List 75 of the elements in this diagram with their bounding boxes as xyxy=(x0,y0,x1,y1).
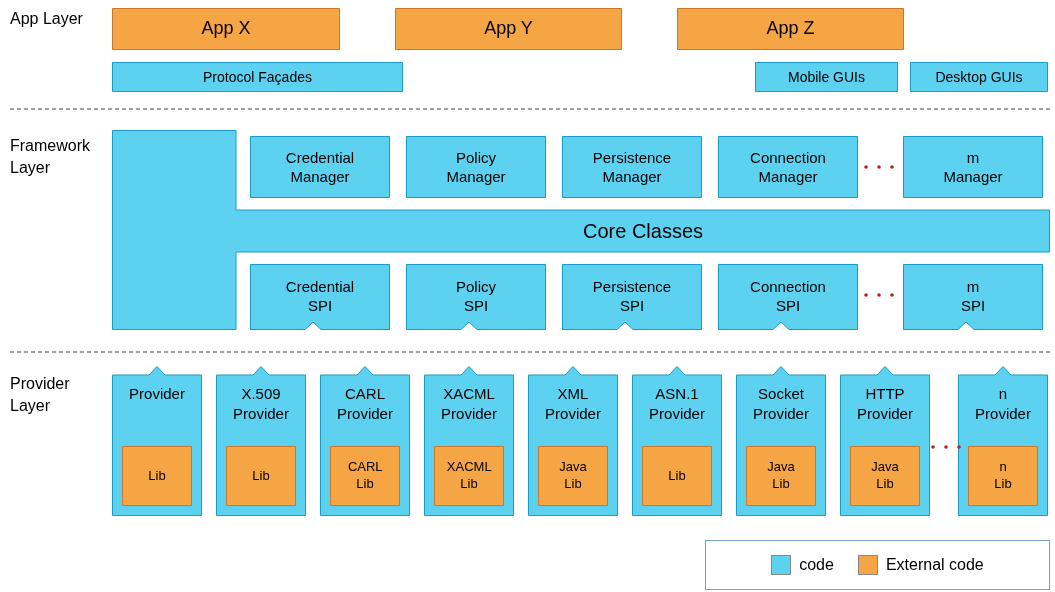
box-label: Socket Provider xyxy=(753,384,809,423)
box-label: Java Lib xyxy=(871,459,899,493)
layer-label: Provider Layer xyxy=(10,374,71,417)
box-label: Policy SPI xyxy=(456,276,496,316)
component-box xyxy=(903,136,1043,198)
box-label: Protocol Façades xyxy=(203,67,312,87)
provider-box xyxy=(840,366,930,516)
box-label: n Lib xyxy=(994,459,1012,493)
box-label: Core Classes xyxy=(582,219,703,244)
box-label: ASN.1 Provider xyxy=(649,384,705,423)
spi-box xyxy=(718,264,858,330)
provider-box xyxy=(632,366,722,516)
box-label: HTTP Provider xyxy=(857,384,913,423)
provider-box xyxy=(528,366,618,516)
box-label: App X xyxy=(201,17,251,41)
legend-text: code xyxy=(799,555,834,575)
box-label: App Y xyxy=(484,17,533,41)
component-box xyxy=(250,136,390,198)
component-box xyxy=(562,136,702,198)
box-label: CARL Lib xyxy=(347,459,383,493)
box-label: Policy Manager xyxy=(446,147,506,187)
layer-label: App Layer xyxy=(10,9,84,29)
component-box xyxy=(755,62,898,92)
box-label: X.509 Provider xyxy=(233,384,289,423)
core-bar xyxy=(112,130,1050,330)
component-box xyxy=(538,446,608,506)
provider-box xyxy=(424,366,514,516)
provider-box xyxy=(112,366,202,516)
box-label: m SPI xyxy=(960,276,986,316)
provider-box xyxy=(736,366,826,516)
component-box xyxy=(112,8,340,50)
component-box xyxy=(406,136,546,198)
box-label: Java Lib xyxy=(559,459,587,493)
component-box xyxy=(850,446,920,506)
component-box xyxy=(330,446,400,506)
spi-box xyxy=(903,264,1043,330)
box-label: Desktop GUIs xyxy=(935,67,1023,87)
legend-text: External code xyxy=(885,555,984,575)
box-label: Mobile GUIs xyxy=(788,67,865,87)
box-label: Lib xyxy=(148,467,166,485)
provider-box xyxy=(320,366,410,516)
component-box xyxy=(718,136,858,198)
box-label: Persistence Manager xyxy=(592,147,672,187)
box-label: Connection SPI xyxy=(750,276,826,316)
box-label: Connection Manager xyxy=(750,147,826,187)
spi-box xyxy=(406,264,546,330)
box-label: App Z xyxy=(766,17,815,41)
box-label: m Manager xyxy=(943,147,1003,187)
box-label: Credential Manager xyxy=(285,147,355,187)
box-label: Provider xyxy=(129,384,185,404)
box-label: Java Lib xyxy=(767,459,795,493)
component-box xyxy=(434,446,504,506)
component-box xyxy=(112,62,403,92)
layer-label: Framework Layer xyxy=(10,136,91,179)
provider-box xyxy=(958,366,1048,516)
box-label: Credential SPI xyxy=(285,276,355,316)
box-label: XACML Lib xyxy=(446,459,492,493)
box-label: Persistence SPI xyxy=(592,276,672,316)
component-box xyxy=(642,446,712,506)
component-box xyxy=(910,62,1048,92)
box-label: Lib xyxy=(668,467,686,485)
component-box xyxy=(122,446,192,506)
provider-box xyxy=(216,366,306,516)
box-label: XML Provider xyxy=(545,384,601,423)
component-box xyxy=(677,8,904,50)
box-label: n Provider xyxy=(975,384,1031,423)
component-box xyxy=(226,446,296,506)
component-box xyxy=(968,446,1038,506)
spi-box xyxy=(250,264,390,330)
box-label: Lib xyxy=(252,467,270,485)
component-box xyxy=(395,8,622,50)
component-box xyxy=(746,446,816,506)
spi-box xyxy=(562,264,702,330)
box-label: CARL Provider xyxy=(337,384,393,423)
box-label: XACML Provider xyxy=(441,384,497,423)
